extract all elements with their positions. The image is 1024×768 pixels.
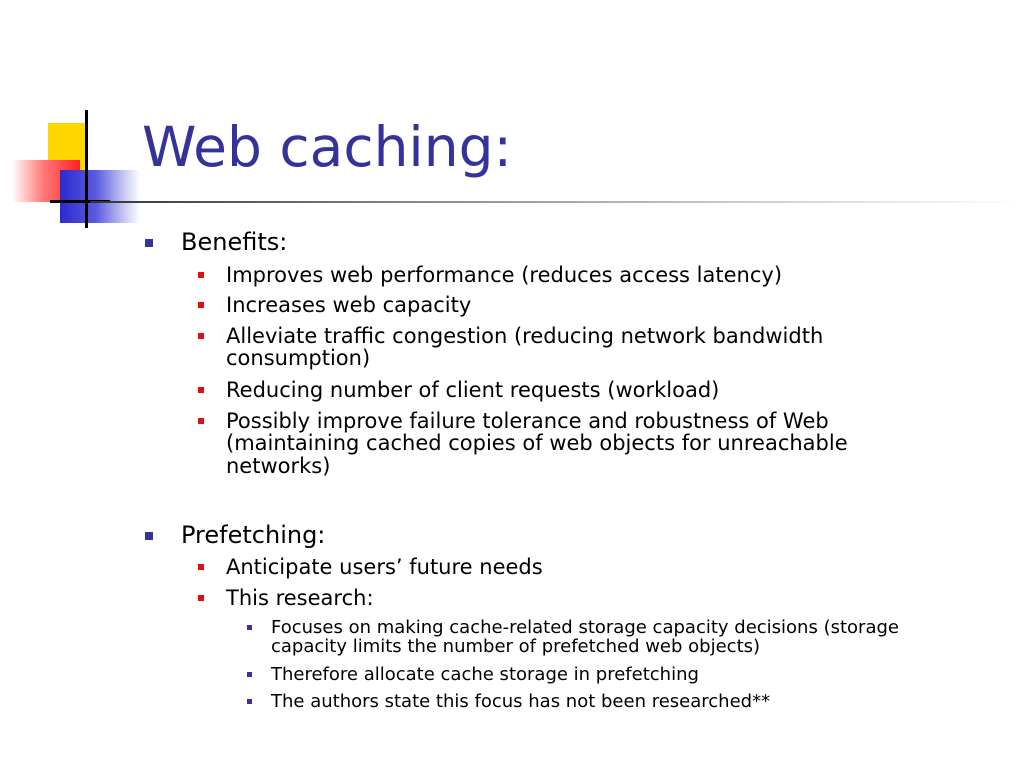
bullet-text: Alleviate traffic congestion (reducing n… [226,324,824,371]
bullet-square-icon [247,672,252,677]
bullet-square-icon [198,595,204,601]
bullet-square-icon [247,625,252,630]
bullet-text: Focuses on making cache-related storage … [271,617,899,658]
decor-blue-square [60,170,140,223]
bullet-text: The authors state this focus has not bee… [271,691,771,712]
bullet-text: Reducing number of client requests (work… [226,378,720,402]
list-item: Improves web performance (reduces access… [198,263,926,287]
decor-vertical-line [85,110,88,228]
bullet-square-icon [145,532,153,540]
list-item: Reducing number of client requests (work… [198,378,926,402]
bullet-text: Therefore allocate cache storage in pref… [271,664,699,685]
bullet-square-icon [247,699,252,704]
bullet-square-icon [198,333,204,339]
list-item: Focuses on making cache-related storage … [247,617,976,658]
bullet-square-icon [198,302,204,308]
bullet-benefits: Benefits: [145,228,288,256]
list-item: Anticipate users’ future needs [198,555,926,579]
list-item: The authors state this focus has not bee… [247,691,976,712]
title-underline-rule [90,201,1020,203]
bullet-text: This research: [226,586,374,610]
bullet-text: Anticipate users’ future needs [226,555,543,579]
bullet-square-icon [145,239,153,247]
bullet-text: Possibly improve failure tolerance and r… [226,409,848,478]
slide-title: Web caching: [142,115,513,179]
bullet-text: Benefits: [181,228,288,256]
bullet-prefetching: Prefetching: [145,521,326,549]
bullet-text: Prefetching: [181,521,326,549]
list-item: Alleviate traffic congestion (reducing n… [198,324,906,371]
list-item: This research: [198,586,926,610]
list-item: Therefore allocate cache storage in pref… [247,664,976,685]
bullet-square-icon [198,272,204,278]
list-item: Possibly improve failure tolerance and r… [198,409,906,478]
bullet-square-icon [198,564,204,570]
bullet-square-icon [198,418,204,424]
bullet-square-icon [198,387,204,393]
bullet-text: Increases web capacity [226,293,472,317]
list-item: Increases web capacity [198,293,926,317]
bullet-text: Improves web performance (reduces access… [226,263,783,287]
decor-horizontal-line [50,200,110,203]
